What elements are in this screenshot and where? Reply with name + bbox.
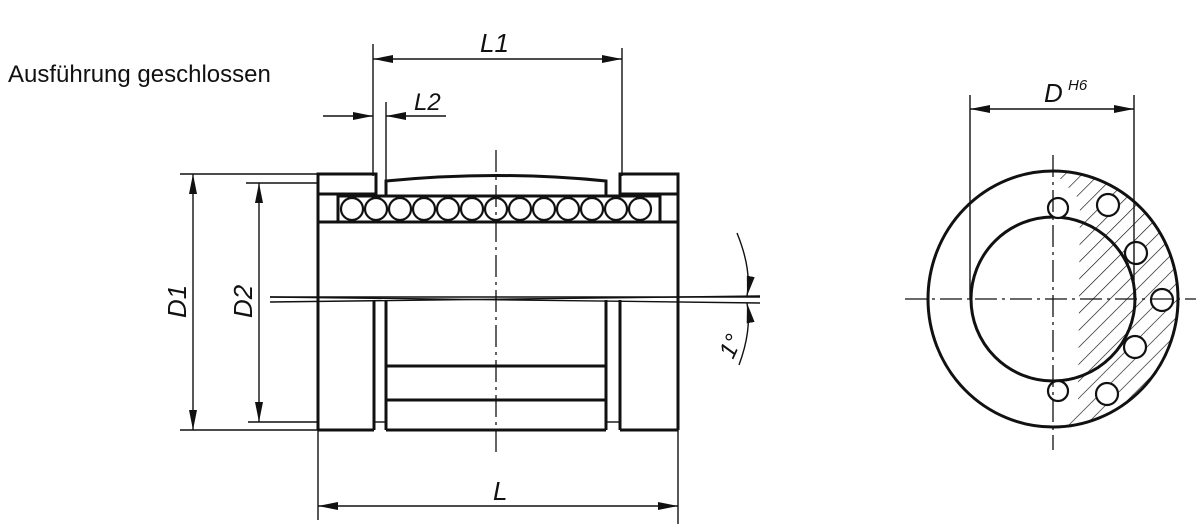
side-view — [269, 150, 761, 455]
L1-label: L1 — [480, 28, 509, 58]
right-seal — [658, 192, 680, 224]
sleeve-hatch — [384, 174, 608, 198]
dimension-D1: D1 — [162, 173, 318, 431]
view-title: Ausführung geschlossen — [8, 61, 271, 88]
right-end-cap-hatch — [618, 172, 680, 196]
dimension-angle: 1° — [714, 232, 755, 366]
dimension-L2: L2 — [323, 89, 446, 180]
dimension-L1: L1 — [372, 28, 623, 176]
front-view — [905, 155, 1196, 450]
L-label: L — [493, 476, 507, 506]
angle-label: 1° — [714, 330, 748, 363]
left-end-cap-hatch — [316, 172, 378, 196]
left-seal — [316, 192, 340, 224]
dimension-L: L — [317, 430, 679, 524]
dimension-D: D H6 — [969, 77, 1135, 299]
D-tolerance-label: H6 — [1068, 77, 1088, 94]
D-label: D — [1044, 78, 1063, 108]
D1-label: D1 — [162, 285, 192, 318]
title-text: Ausführung geschlossen — [8, 61, 271, 88]
D2-label: D2 — [228, 284, 258, 318]
L2-label: L2 — [414, 89, 441, 116]
dimension-D2: D2 — [228, 182, 318, 423]
